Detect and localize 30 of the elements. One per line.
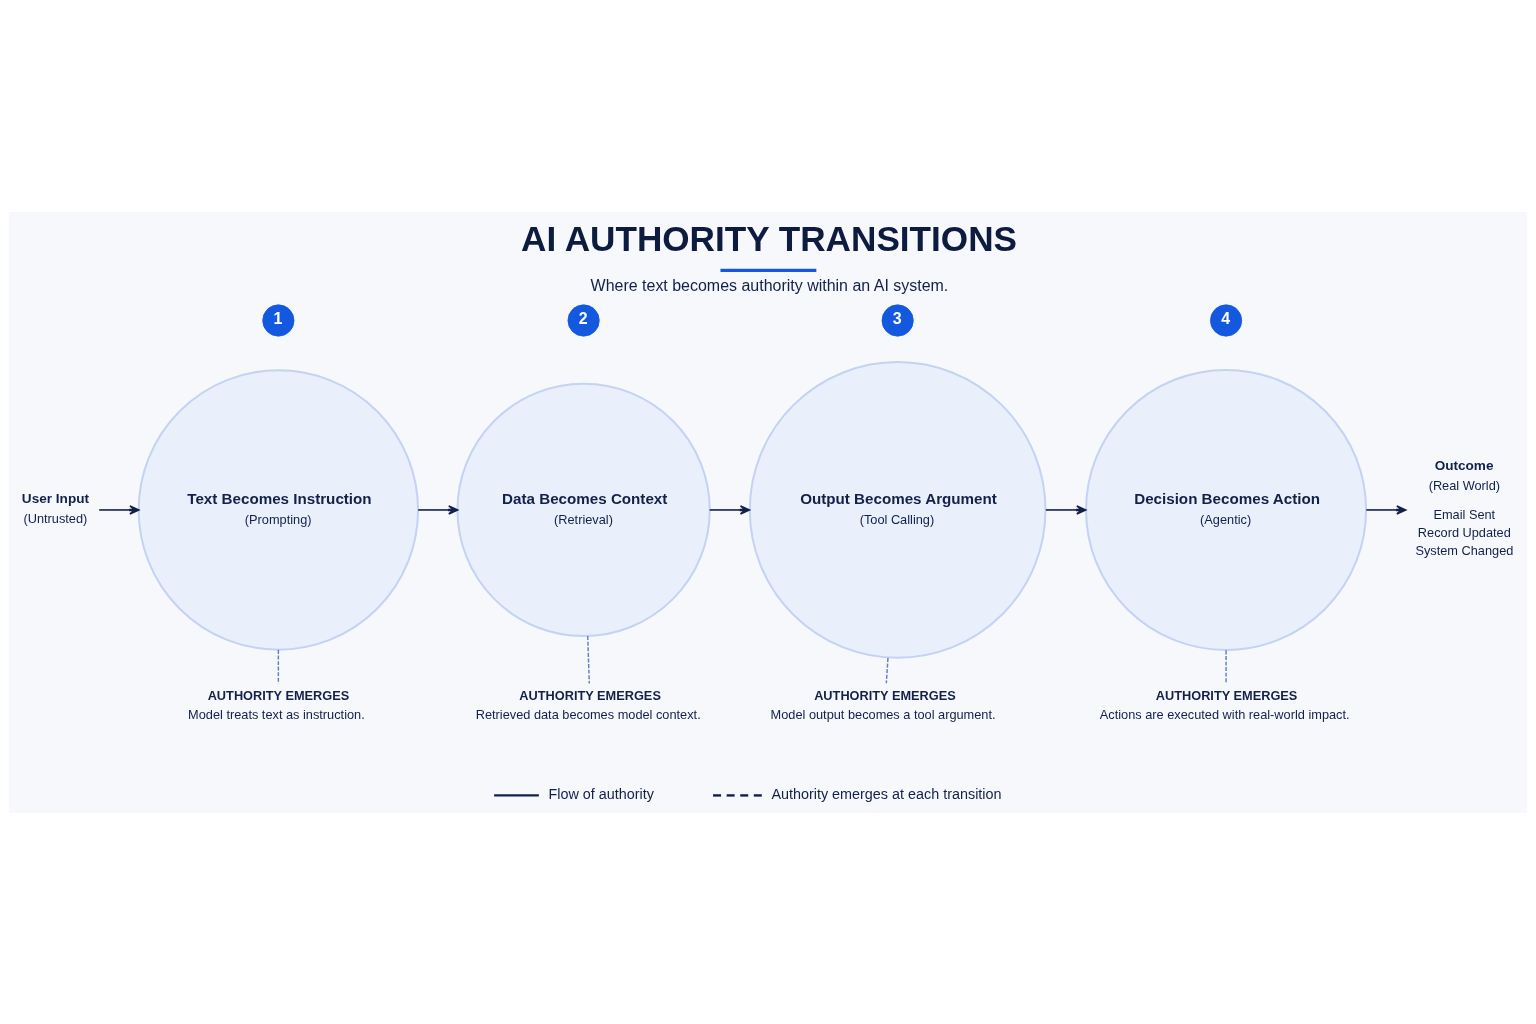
node-circle: Decision Becomes Action (Agentic) [1085, 368, 1368, 651]
node-label: System Changed [1415, 542, 1514, 558]
connector [1225, 649, 1227, 684]
connector [587, 634, 590, 684]
node-text: Outcome (Real World) [1428, 457, 1501, 493]
node-text: User Input (Untrusted) [21, 490, 90, 526]
arrow [1045, 504, 1087, 515]
caption: Where text becomes authority within an AI system. [590, 276, 949, 294]
connector [277, 648, 280, 684]
node-circle: 3 [881, 303, 914, 337]
diagram-title: AI AUTHORITY TRANSITIONS [521, 218, 1017, 258]
arrow [1365, 504, 1407, 515]
node-text: AUTHORITY EMERGES Retrieved data becomes model context. [475, 687, 701, 722]
node-label: Email Sent [1433, 506, 1496, 522]
node-circle: Data Becomes Context (Retrieval) [456, 382, 711, 637]
node-circle: 2 [567, 303, 600, 337]
legend-label: Authority emerges at each transition [771, 785, 1002, 802]
node-circle: 4 [1210, 303, 1243, 337]
node-text: AUTHORITY EMERGES Actions are executed with real-world impact. [1099, 687, 1350, 722]
legend-label: Flow of authority [548, 785, 654, 802]
node-text: AUTHORITY EMERGES Model treats text as instruction. [188, 687, 365, 722]
connector [885, 656, 889, 684]
arrow [417, 504, 459, 515]
node-text: AUTHORITY EMERGES Model output becomes a tool argument. [770, 687, 996, 722]
arrow [708, 504, 751, 515]
arrow [98, 504, 140, 515]
node-circle: Output Becomes Argument (Tool Calling) [748, 360, 1047, 659]
node-label: Record Updated [1417, 524, 1511, 540]
node-circle: 1 [262, 303, 295, 337]
node-circle: Text Becomes Instruction (Prompting) [137, 368, 420, 651]
